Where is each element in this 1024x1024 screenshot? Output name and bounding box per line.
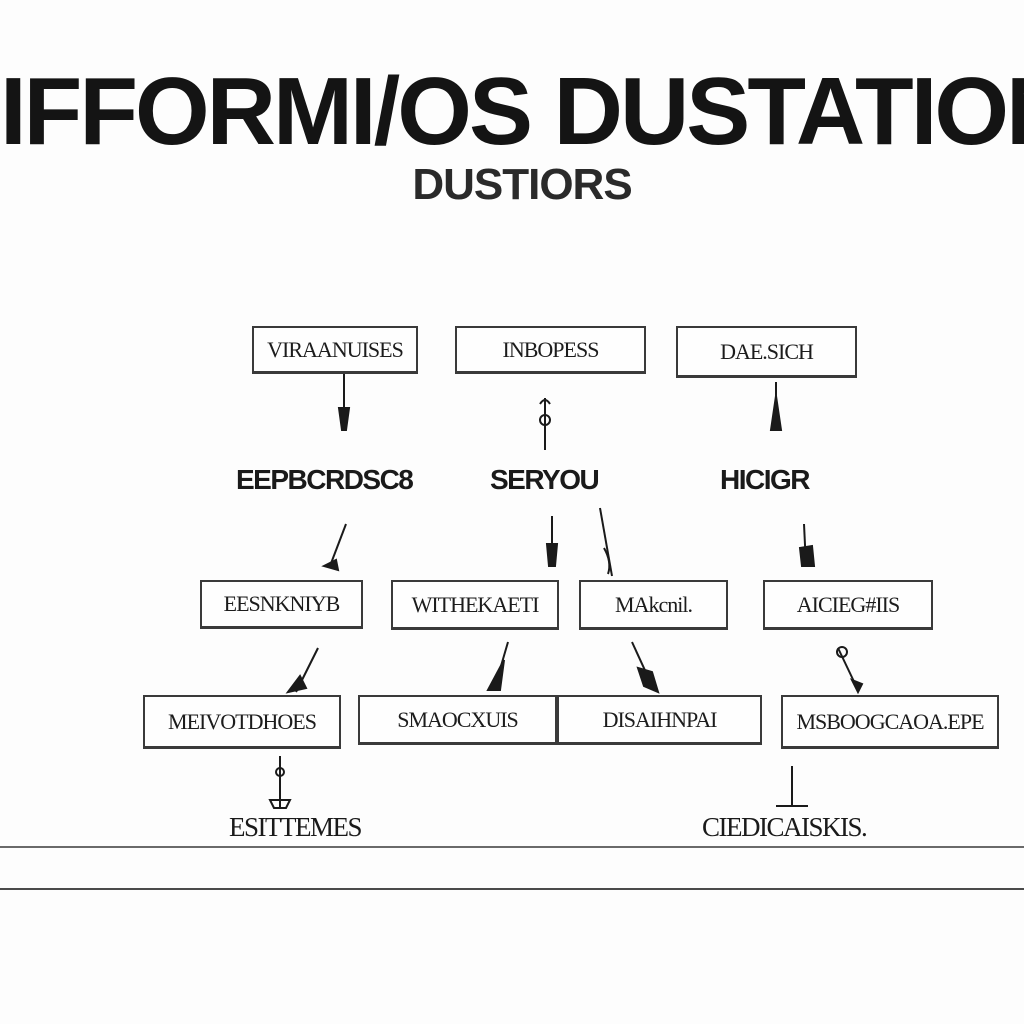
- label-row5-1: ESITTEMES: [229, 812, 363, 842]
- node-row3-1: EESNKNIYB: [200, 580, 363, 629]
- connector-arrow: [545, 516, 559, 567]
- connector-arrow: [776, 766, 808, 807]
- node-row1-1: VIRAANUISES: [252, 326, 418, 374]
- node-row4-1: MEIVOTDHOES: [143, 695, 341, 749]
- node-row1-2: INBOPESS: [455, 326, 646, 374]
- connector-arrow: [285, 647, 319, 694]
- node-row3-3: MAkcnil.: [579, 580, 728, 630]
- divider-line: [0, 888, 1024, 890]
- node-row3-2: WITHEKAETI: [391, 580, 559, 630]
- connector-arrow: [599, 507, 613, 577]
- node-row4-2: SMAOCXUIS: [358, 695, 557, 745]
- divider-line: [0, 846, 1024, 848]
- connector-arrow: [268, 756, 292, 809]
- connector-arrow: [836, 646, 864, 695]
- node-row3-4: AICIEG#IIS: [763, 580, 933, 630]
- label-row5-2: CIEDICAISKIS.: [702, 812, 868, 842]
- diagram-subtitle: DUSTIORS: [412, 160, 632, 209]
- connector-arrow: [486, 641, 509, 691]
- label-row2-2: SERYOU: [490, 464, 600, 495]
- connector-arrow: [337, 374, 351, 431]
- connector-arrow: [798, 523, 816, 567]
- diagram-title: IFFORMI/OS DUSTATION: [0, 58, 1024, 165]
- connector-arrow: [539, 398, 551, 450]
- label-row2-3: HICIGR: [720, 464, 811, 495]
- connector-arrow: [631, 641, 660, 694]
- node-row1-3: DAE.SICH: [676, 326, 857, 378]
- node-row4-3: DISAIHNPAI: [557, 695, 762, 745]
- label-row2-1: EEPBCRDSC8: [236, 464, 414, 495]
- connector-arrow: [321, 523, 347, 572]
- connector-arrow: [769, 382, 783, 431]
- node-row4-4: MSBOOGCAOA.EPE: [781, 695, 999, 749]
